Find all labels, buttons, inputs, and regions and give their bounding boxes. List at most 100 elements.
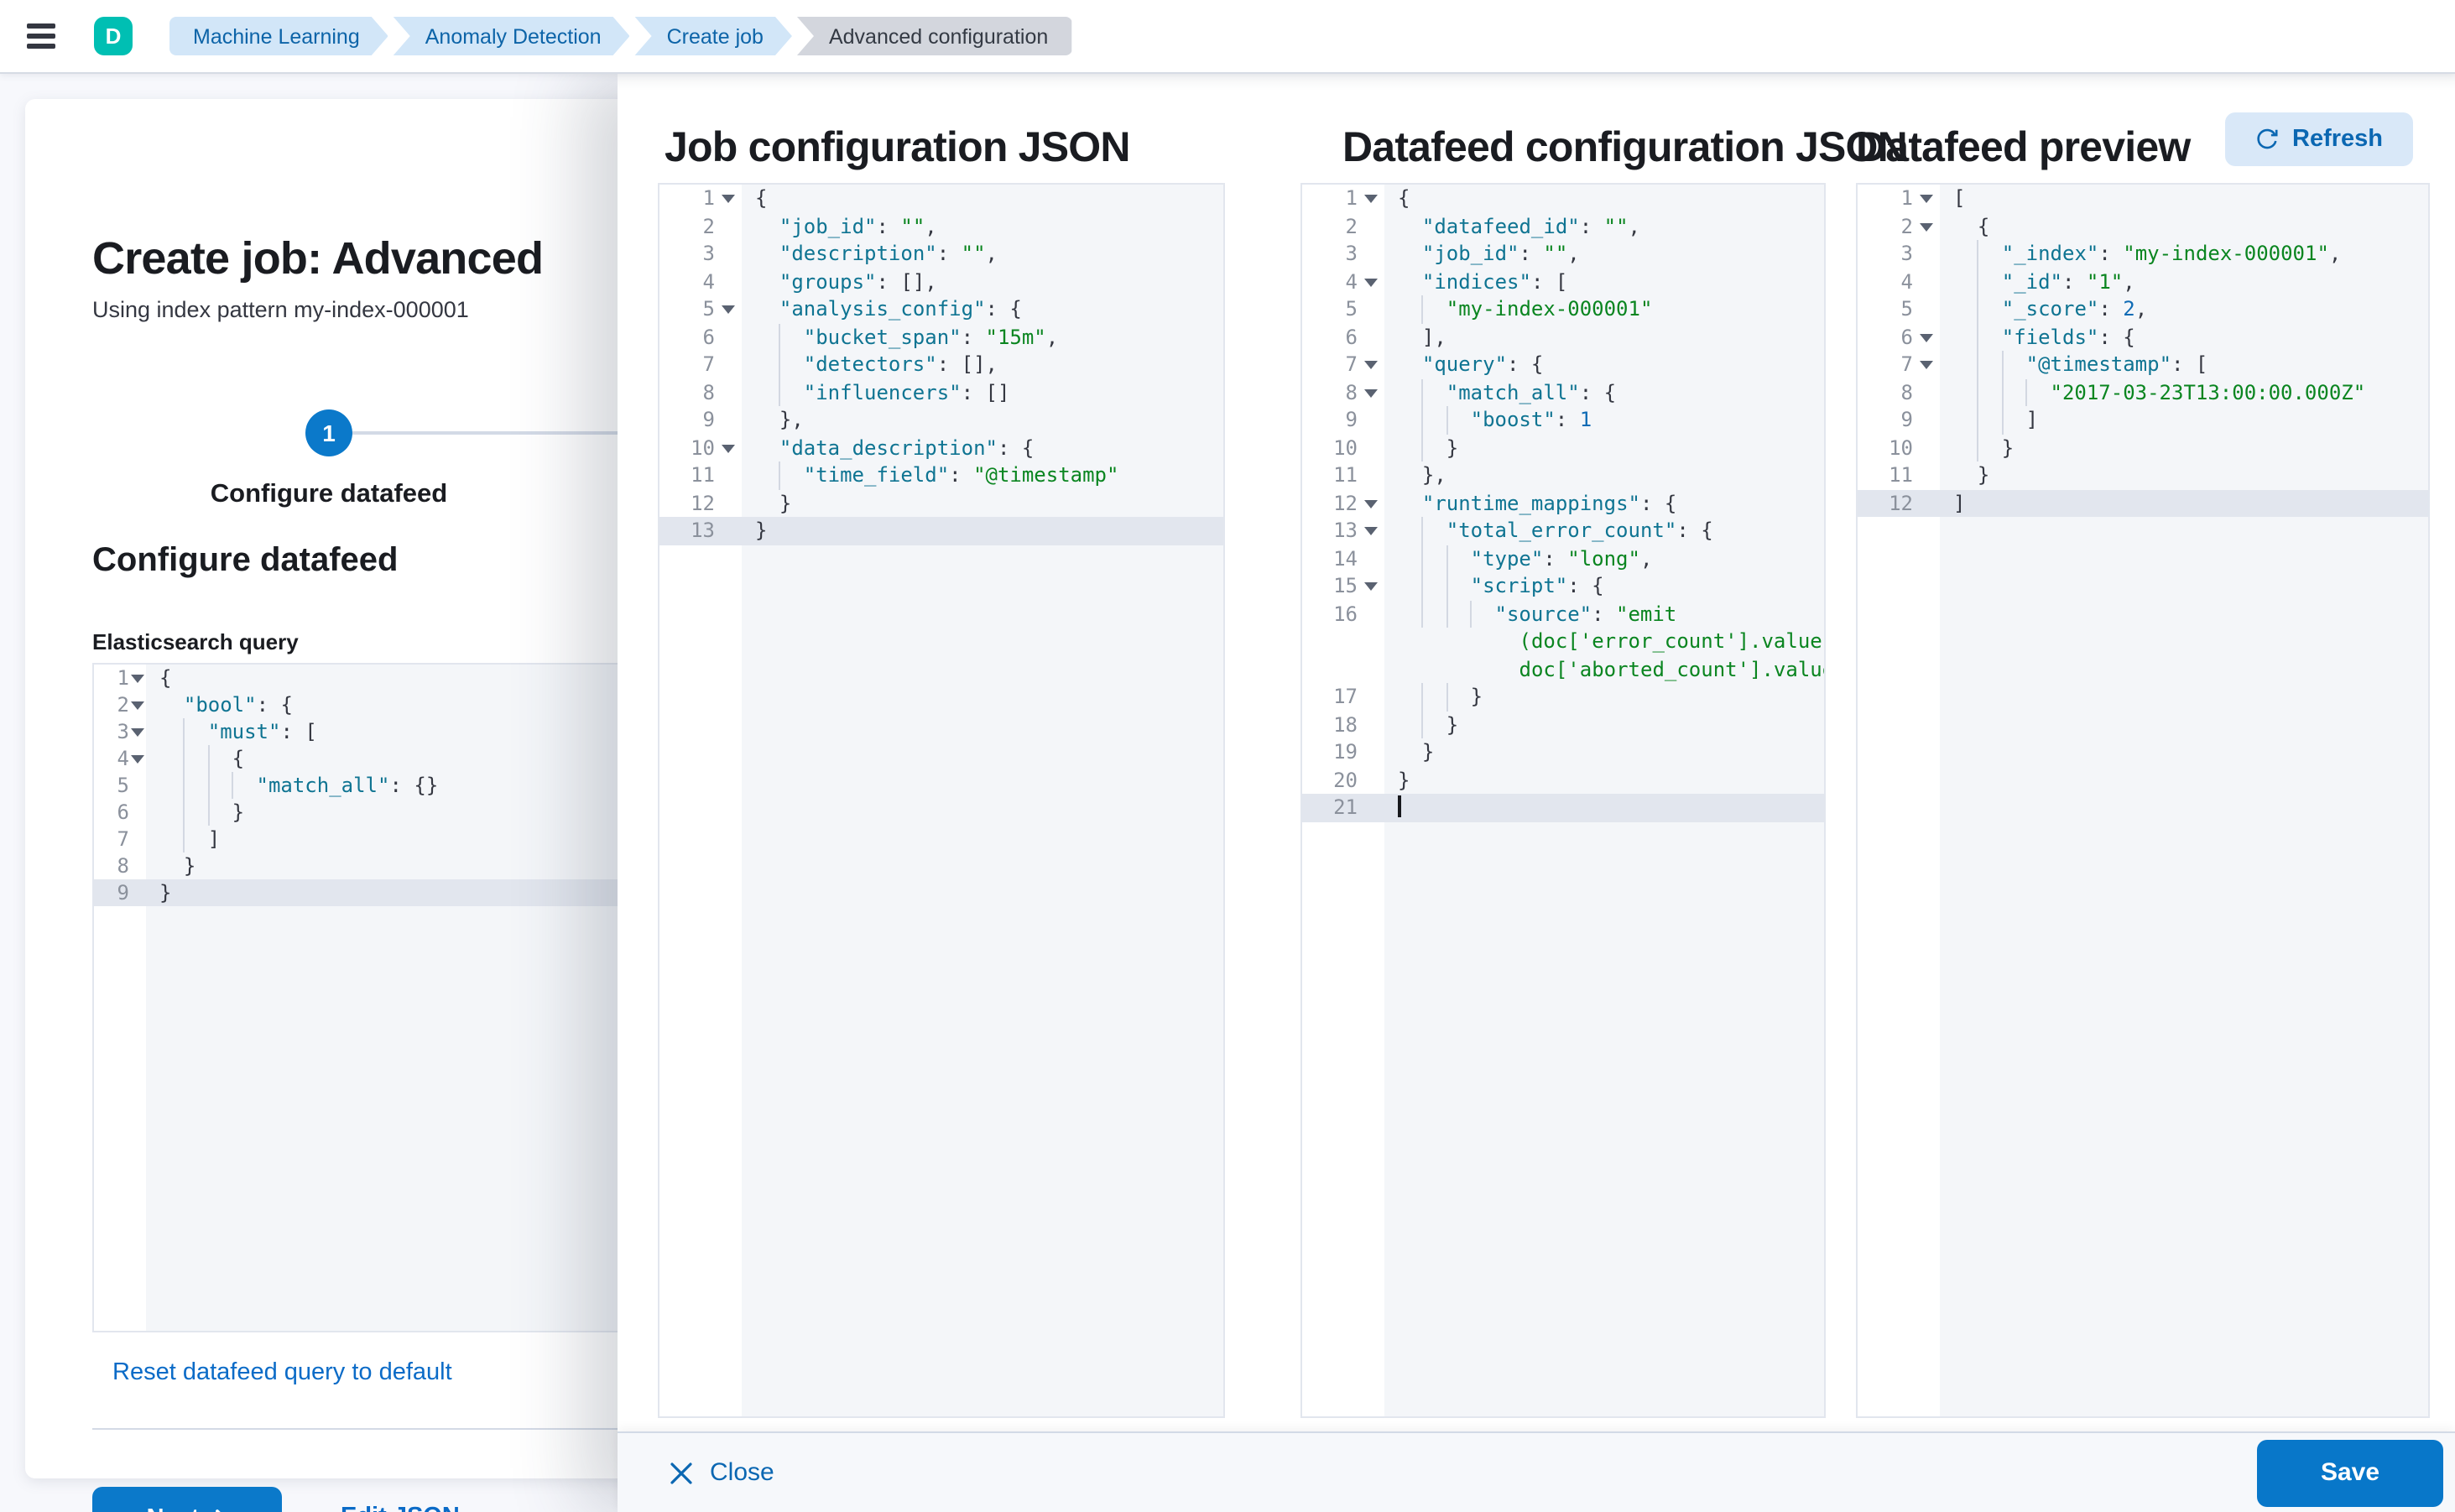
code-line: 8 "2017-03-23T13:00:00.000Z" [1858,378,2428,406]
code-line: 1{ [1302,185,1824,212]
close-icon [670,1462,692,1483]
code-line: 5 "analysis_config": { [659,295,1223,323]
fold-arrow-icon[interactable] [1364,361,1378,369]
fold-arrow-icon[interactable] [131,701,144,710]
breadcrumb-item[interactable]: Advanced configuration [796,17,1072,55]
code-line: 9 ] [1858,406,2428,434]
code-line: 13 "total_error_count": { [1302,517,1824,545]
code-line: doc['aborted_count'].value)" [1302,655,1824,683]
datafeed-preview-title: Datafeed preview [1856,124,2191,171]
code-line: 10 "data_description": { [659,434,1223,461]
code-line: 6 "bucket_span": "15m", [659,323,1223,351]
fold-arrow-icon[interactable] [131,728,144,737]
code-line: 10 } [1302,434,1824,461]
fold-arrow-icon[interactable] [1364,195,1378,203]
wizard-card: Create job: Advanced Using index pattern… [25,99,730,1512]
code-line: 2 { [1858,212,2428,240]
code-line: 7 "detectors": [], [659,351,1223,378]
code-line: 7 "query": { [1302,351,1824,378]
datafeed-config-editor[interactable]: 1{2 "datafeed_id": "",3 "job_id": "",4 "… [1300,183,1826,1418]
deployment-avatar[interactable]: D [94,17,133,55]
code-line: 11 } [1858,461,2428,489]
code-line: 7 "@timestamp": [ [1858,351,2428,378]
code-line: 6 "fields": { [1858,323,2428,351]
fold-arrow-icon[interactable] [1920,222,1933,231]
code-line: 3 "must": [ [94,718,661,745]
code-line: 2 "bool": { [94,691,661,718]
code-line: 14 "type": "long", [1302,545,1824,572]
save-button[interactable]: Save [2257,1439,2443,1506]
code-line: 12 } [659,489,1223,517]
code-line: 6 ], [1302,323,1824,351]
code-line: 8 } [94,852,661,879]
datafeed-config-title: Datafeed configuration JSON [1342,124,1908,171]
breadcrumb-item[interactable]: Machine Learning [169,17,388,55]
fold-arrow-icon[interactable] [722,444,735,452]
fold-arrow-icon[interactable] [1364,499,1378,508]
code-line: (doc['error_count'].value + [1302,628,1824,655]
fold-arrow-icon[interactable] [722,305,735,314]
code-line: 2 "datafeed_id": "", [1302,212,1824,240]
fold-arrow-icon[interactable] [722,195,735,203]
reset-datafeed-query-link[interactable]: Reset datafeed query to default [112,1359,452,1386]
code-line: 1{ [94,665,661,691]
edit-json-button[interactable]: Edit JSON [341,1504,460,1512]
code-line: 9} [94,879,661,906]
code-line: 8 "influencers": [] [659,378,1223,406]
close-button[interactable]: Close [670,1458,774,1487]
code-line: 3 "description": "", [659,240,1223,268]
code-line: 11 }, [1302,461,1824,489]
code-line: 1[ [1858,185,2428,212]
flyout-footer: Close Save [618,1431,2455,1512]
page-title: Create job: Advanced [92,233,544,284]
code-line: 5 "_score": 2, [1858,295,2428,323]
code-line: 9 "boost": 1 [1302,406,1824,434]
menu-icon[interactable] [7,0,74,73]
text-cursor [1398,795,1401,817]
fold-arrow-icon[interactable] [1364,582,1378,591]
elasticsearch-query-label: Elasticsearch query [92,629,299,654]
code-line: 21 [1302,794,1824,821]
code-line: 16 "source": "emit [1302,600,1824,628]
edit-json-flyout: Job configuration JSON Datafeed configur… [618,74,2455,1512]
fold-arrow-icon[interactable] [1364,278,1378,286]
code-line: 4 "indices": [ [1302,268,1824,295]
elasticsearch-query-editor[interactable]: 1{2 "bool": {3 "must": [4 {5 "match_all"… [92,663,663,1332]
datafeed-preview-editor[interactable]: 1[2 {3 "_index": "my-index-000001",4 "_i… [1856,183,2430,1418]
breadcrumb-item[interactable]: Create job [635,17,792,55]
refresh-icon [2257,128,2278,149]
code-line: 1{ [659,185,1223,212]
code-line: 13} [659,517,1223,545]
next-button[interactable]: Next [92,1487,282,1512]
breadcrumb-item[interactable]: Anomaly Detection [394,17,630,55]
chevron-right-icon [215,1509,222,1512]
code-line: 20} [1302,766,1824,794]
job-config-title: Job configuration JSON [665,124,1130,171]
code-line: 7 ] [94,826,661,852]
refresh-button[interactable]: Refresh [2225,112,2413,166]
fold-arrow-icon[interactable] [1364,388,1378,397]
divider [92,1428,730,1430]
fold-arrow-icon[interactable] [131,675,144,683]
fold-arrow-icon[interactable] [131,755,144,764]
code-line: 3 "_index": "my-index-000001", [1858,240,2428,268]
section-heading: Configure datafeed [92,542,399,579]
code-line: 10 } [1858,434,2428,461]
job-config-editor[interactable]: 1{2 "job_id": "",3 "description": "",4 "… [658,183,1225,1418]
code-line: 12] [1858,489,2428,517]
code-line: 12 "runtime_mappings": { [1302,489,1824,517]
step-1-indicator[interactable]: 1 [305,409,352,456]
code-line: 5 "match_all": {} [94,772,661,799]
fold-arrow-icon[interactable] [1920,361,1933,369]
fold-arrow-icon[interactable] [1920,195,1933,203]
code-line: 6 } [94,799,661,826]
fold-arrow-icon[interactable] [1920,333,1933,342]
stepper-line [351,431,730,435]
code-line: 5 "my-index-000001" [1302,295,1824,323]
step-1-label: Configure datafeed [210,480,448,508]
code-line: 2 "job_id": "", [659,212,1223,240]
fold-arrow-icon[interactable] [1364,527,1378,535]
code-line: 9 }, [659,406,1223,434]
